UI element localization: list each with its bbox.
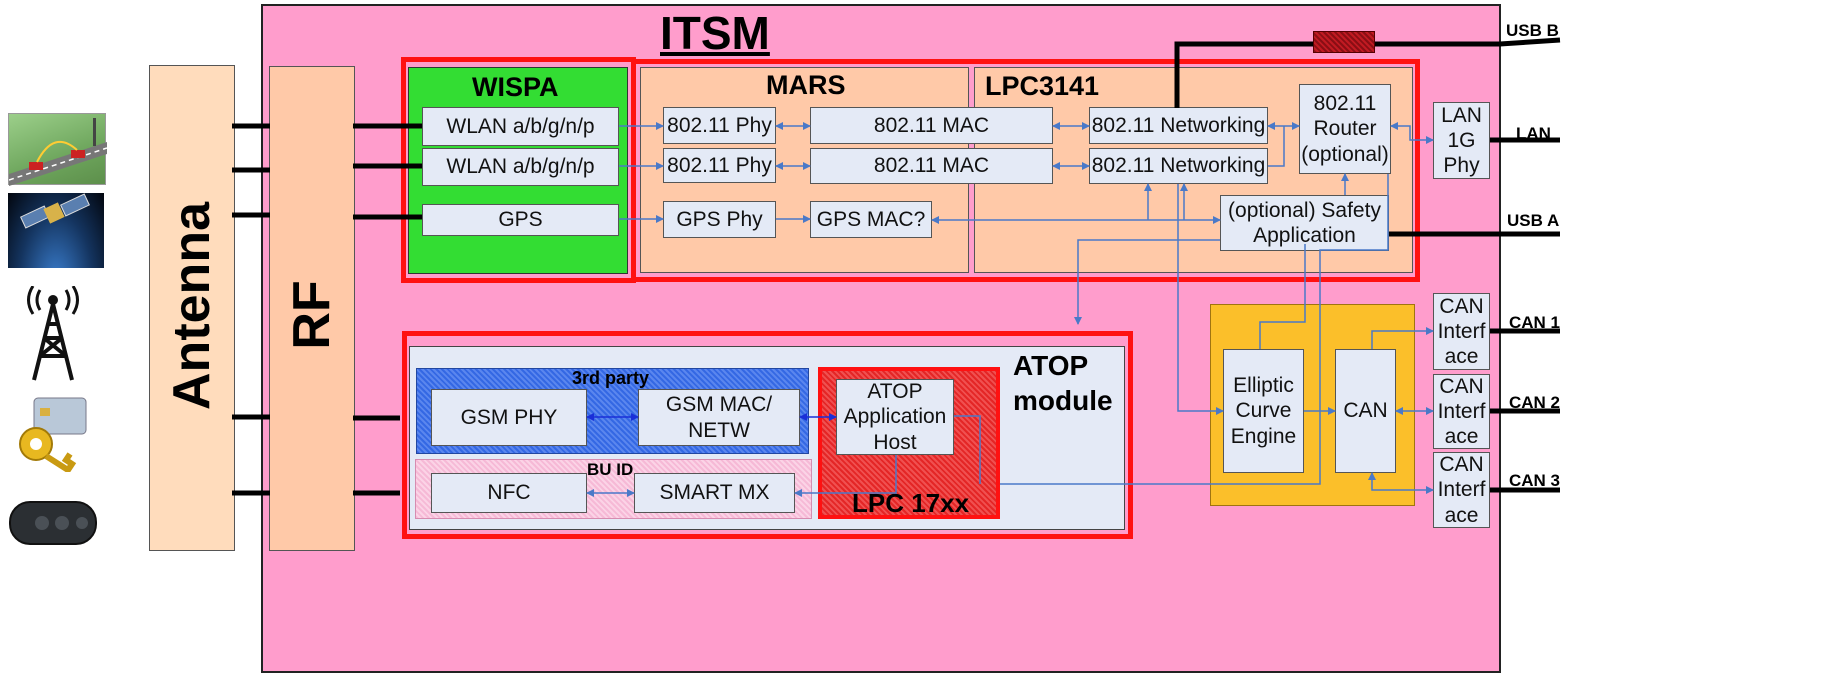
lpc-networking-block-1: 802.11 Networking: [1089, 107, 1268, 144]
car-key-fob-icon: [8, 498, 98, 548]
can-interface-block-2: CAN Interf ace: [1433, 374, 1490, 449]
itsm-title: ITSM: [660, 7, 770, 59]
atop-frame: [402, 331, 1133, 539]
wispa-wlan-block-1: WLAN a/b/g/n/p: [422, 107, 619, 146]
third-party-label: 3rd party: [572, 368, 650, 388]
cell-tower-icon: [20, 285, 86, 382]
wispa-title: WISPA: [472, 72, 559, 102]
mars-gps-mac-block: GPS MAC?: [810, 201, 932, 238]
bu-id-label: BU ID: [587, 460, 634, 479]
mars-lpc-frame: [631, 59, 1420, 282]
rf-block: [269, 66, 355, 551]
antenna-block: [149, 65, 235, 551]
port-label-can-1: CAN 1: [1509, 313, 1561, 332]
port-label-usb-a: USB A: [1507, 211, 1560, 230]
lpc-safety-app-block: (optional) Safety Application: [1220, 195, 1389, 251]
mars-phy-block-2: 802.11 Phy: [663, 148, 776, 183]
port-label-can-3: CAN 3: [1509, 471, 1561, 490]
lan-phy-block: LAN 1G Phy: [1433, 102, 1490, 179]
mars-mac-block-1: 802.11 MAC: [810, 107, 1053, 144]
lpc3141-title: LPC3141: [985, 71, 1100, 101]
satellite-icon: [8, 193, 104, 268]
atop-app-host-block: ATOP Application Host: [836, 379, 954, 455]
mars-title: MARS: [766, 70, 846, 100]
gsm-mac-block: GSM MAC/ NETW: [638, 389, 800, 446]
port-label-usb-b: USB B: [1506, 21, 1559, 40]
gsm-phy-block: GSM PHY: [431, 389, 587, 446]
mars-mac-block-2: 802.11 MAC: [810, 148, 1053, 184]
lpc-networking-block-2: 802.11 Networking: [1089, 148, 1268, 184]
vehicle-road-icon: [8, 113, 108, 186]
wispa-wlan-block-2: WLAN a/b/g/n/p: [422, 148, 619, 186]
elliptic-curve-engine-block: Elliptic Curve Engine: [1223, 349, 1304, 473]
usb-b-connector: [1313, 31, 1375, 53]
smart-card-key-icon: [10, 392, 88, 475]
nfc-block: NFC: [431, 473, 587, 513]
mars-phy-block-1: 802.11 Phy: [663, 107, 776, 144]
mars-gps-phy-block: GPS Phy: [663, 201, 776, 238]
atop-title: ATOP module: [1013, 350, 1113, 416]
can-controller-block: CAN: [1335, 349, 1396, 473]
can-interface-block-1: CAN Interf ace: [1433, 293, 1490, 370]
lpc-router-block: 802.11 Router (optional): [1299, 84, 1391, 174]
wispa-gps-block: GPS: [422, 204, 619, 236]
port-label-can-2: CAN 2: [1509, 393, 1561, 412]
